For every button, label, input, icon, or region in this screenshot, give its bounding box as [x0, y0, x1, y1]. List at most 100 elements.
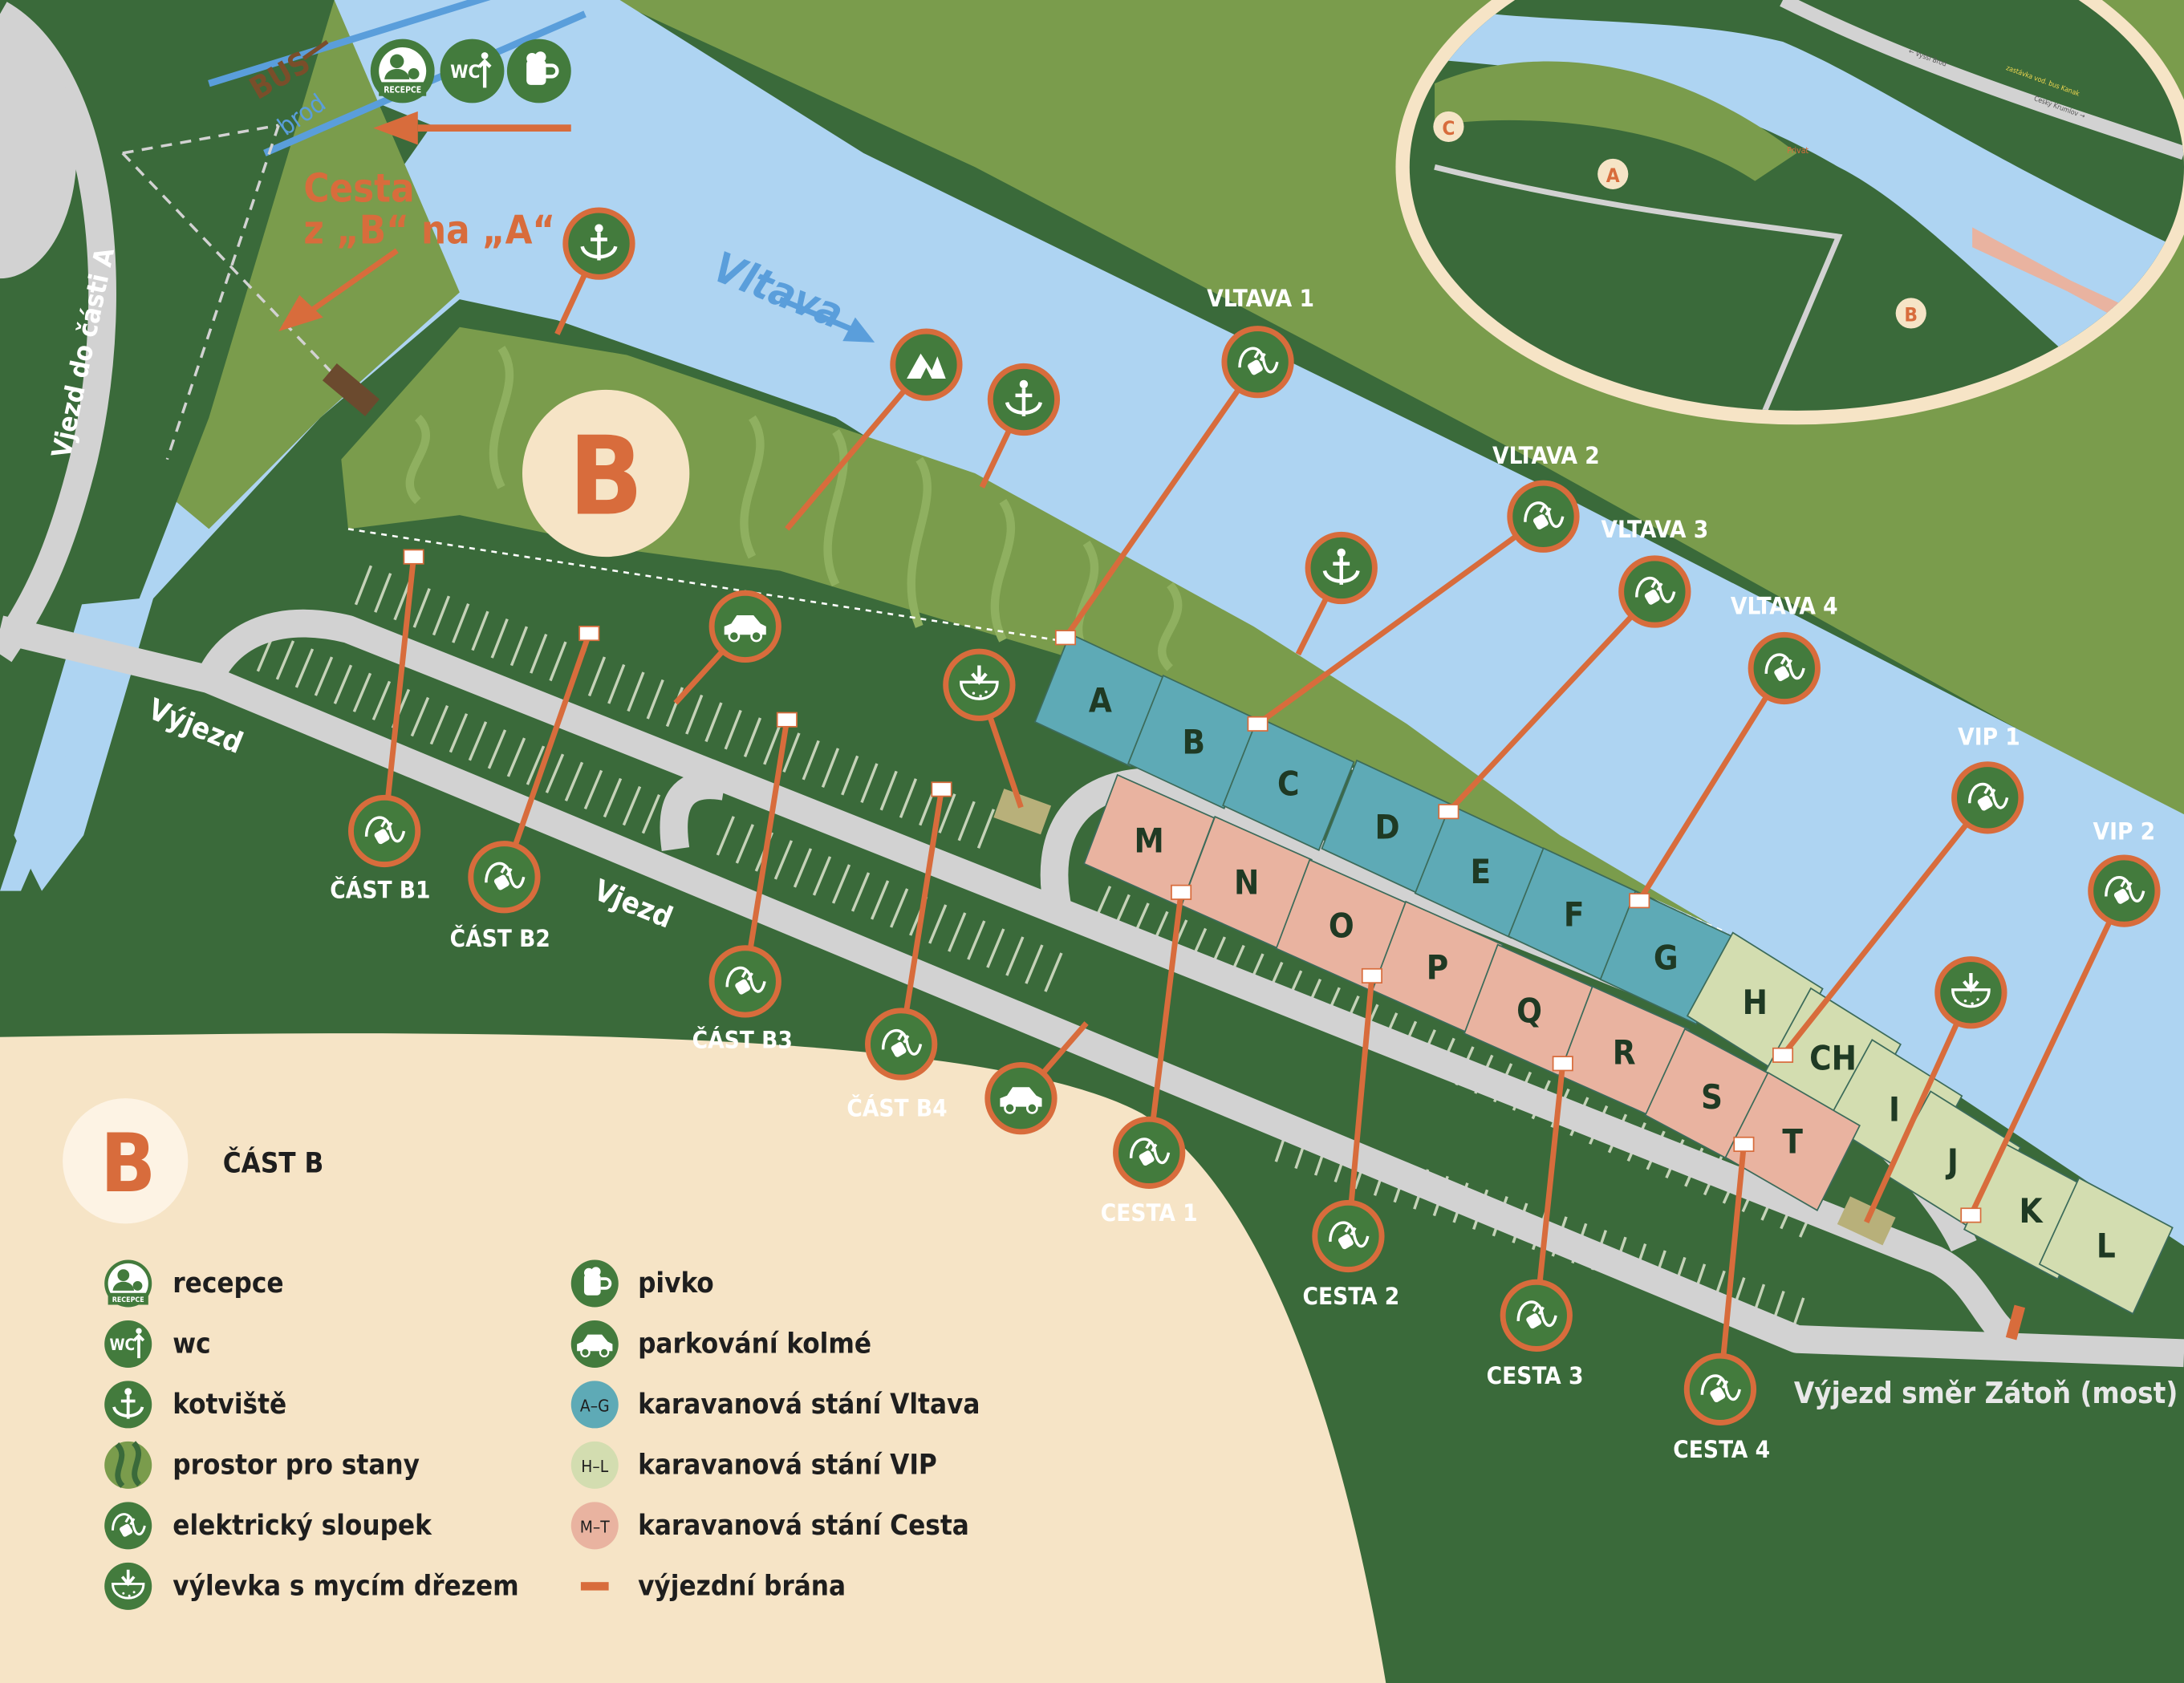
swatch-label: A–G	[580, 1397, 610, 1416]
marker-anchor[interactable]	[1295, 531, 1378, 656]
tent-area-waves	[405, 345, 1183, 671]
marker-leader-line	[1780, 796, 1990, 1057]
power-post	[1054, 630, 1077, 646]
marker-car[interactable]	[984, 1021, 1089, 1135]
legend-item: parkování kolmé	[570, 1320, 871, 1368]
bus-arrow	[302, 39, 329, 61]
marker-leader-line	[898, 789, 944, 1045]
pitch-swatch-icon	[570, 1441, 619, 1489]
stream-potok	[0, 598, 153, 891]
legend-item: pivko	[570, 1259, 714, 1308]
legend-item: wc	[104, 1320, 211, 1368]
marker-cesta-4[interactable]: CESTA 4	[1673, 1136, 1770, 1463]
marker-leader-line	[1146, 891, 1184, 1154]
exit-direction-label: Výjezd směr Zátoň (most) →	[1794, 1376, 2184, 1410]
marker-leader-line	[742, 719, 790, 982]
marker-label: ČÁST B1	[330, 874, 430, 903]
marker-circle	[1934, 956, 2007, 1029]
pitch-area	[1599, 890, 1732, 1025]
pitch-label: I	[1889, 1090, 1900, 1129]
pitch-a[interactable]: A	[1030, 632, 1171, 768]
marker-vltava-4[interactable]: VLTAVA 4	[1629, 592, 1838, 909]
marker-vltava-1[interactable]: VLTAVA 1	[1054, 285, 1314, 646]
marker-vltava-2[interactable]: VLTAVA 2	[1247, 442, 1600, 732]
recepce-icon	[379, 47, 427, 96]
power-post	[776, 712, 798, 728]
legend-item-label: výjezdní brána	[638, 1570, 846, 1602]
legend-badge-letter: B	[100, 1117, 156, 1211]
marker-leader-line	[1864, 991, 1974, 1224]
marker-anchor[interactable]	[554, 207, 635, 335]
pitch-o[interactable]: O	[1271, 858, 1411, 993]
pitch-area	[1222, 716, 1355, 851]
pitch-c[interactable]: C	[1218, 716, 1359, 851]
pitch-n[interactable]: N	[1176, 815, 1317, 950]
marker-anchor[interactable]	[979, 363, 1061, 489]
marker-circle	[943, 648, 1016, 721]
area-b-letter: B	[569, 412, 643, 539]
marker-cesta-2[interactable]: CESTA 2	[1302, 967, 1399, 1310]
overview-inset[interactable]: zastávka vod. bus Kanak ← Vyšší Brod Čes…	[1393, 0, 2184, 445]
pitch-label: O	[1329, 906, 1354, 945]
marker-sink[interactable]	[943, 648, 1024, 809]
marker-label: ČÁST B2	[450, 923, 550, 952]
inset-label-a: A	[1606, 164, 1620, 187]
pitch-t[interactable]: T	[1721, 1071, 1865, 1211]
marker-vip-2[interactable]: VIP 2	[1960, 817, 2161, 1223]
legend-item-label: pivko	[638, 1267, 714, 1300]
pitch-label: F	[1564, 895, 1585, 935]
marker-část-b1[interactable]: ČÁST B1	[330, 549, 431, 903]
marker-vltava-3[interactable]: VLTAVA 3	[1438, 516, 1708, 820]
inset-label-b: B	[1904, 303, 1918, 326]
exit-gate	[2005, 1304, 2026, 1340]
footbridge	[322, 363, 380, 416]
pitch-m[interactable]: M	[1079, 773, 1220, 908]
legend-item-label: kotviště	[173, 1389, 286, 1421]
pitch-label: E	[1471, 852, 1492, 891]
marker-vip-1[interactable]: VIP 1	[1772, 723, 2024, 1063]
legend-item: elektrický sloupek	[104, 1502, 432, 1550]
path-label-line2: z „B“ na „A“	[303, 209, 555, 253]
power-post	[1629, 893, 1650, 909]
river-flow-arrowhead	[842, 317, 875, 343]
marker-leader-line	[501, 632, 592, 878]
pitch-l[interactable]: L	[2035, 1177, 2178, 1315]
marker-label: VLTAVA 1	[1207, 285, 1314, 312]
pitch-label: B	[1182, 722, 1205, 761]
pitch-b[interactable]: B	[1123, 674, 1265, 809]
marker-label: VLTAVA 2	[1492, 442, 1600, 469]
marker-car[interactable]	[673, 590, 781, 705]
pitch-g[interactable]: G	[1595, 890, 1736, 1025]
marker-sink[interactable]	[1864, 956, 2007, 1224]
service-recepce[interactable]	[370, 39, 435, 103]
power-post	[1733, 1136, 1755, 1152]
marker-label: VIP 1	[1958, 723, 2020, 750]
marker-leader-line	[1256, 513, 1545, 727]
service-beer[interactable]	[506, 39, 571, 103]
pitch-r[interactable]: R	[1554, 985, 1695, 1120]
marker-label: ČÁST B3	[692, 1025, 793, 1054]
pitch-p[interactable]: P	[1367, 900, 1508, 1035]
vltava-river	[14, 0, 2184, 1247]
grey-area	[0, 27, 77, 279]
marker-leader-line	[1446, 590, 1657, 814]
marker-leader-line	[1063, 360, 1260, 639]
pitch-d[interactable]: D	[1317, 759, 1458, 894]
legend-item-label: wc	[173, 1328, 210, 1360]
power-post	[1361, 967, 1382, 984]
pitch-label: H	[1743, 983, 1768, 1022]
marker-část-b3[interactable]: ČÁST B3	[692, 712, 798, 1054]
marker-label: VLTAVA 3	[1601, 516, 1708, 543]
marker-layer: VLTAVA 1 VLTAVA 2 VLTAVA 3 VLTAVA 4 VIP 1 VIP…	[330, 207, 2161, 1463]
service-wc[interactable]	[440, 39, 505, 103]
marker-cesta-3[interactable]: CESTA 3	[1487, 1056, 1584, 1389]
marker-leader-line	[381, 556, 417, 832]
legend-area	[0, 1033, 1386, 1683]
marker-cesta-1[interactable]: CESTA 1	[1101, 884, 1198, 1227]
marker-tent[interactable]	[785, 328, 963, 531]
marker-část-b4[interactable]: ČÁST B4	[846, 781, 952, 1122]
marker-část-b2[interactable]: ČÁST B2	[450, 626, 600, 952]
